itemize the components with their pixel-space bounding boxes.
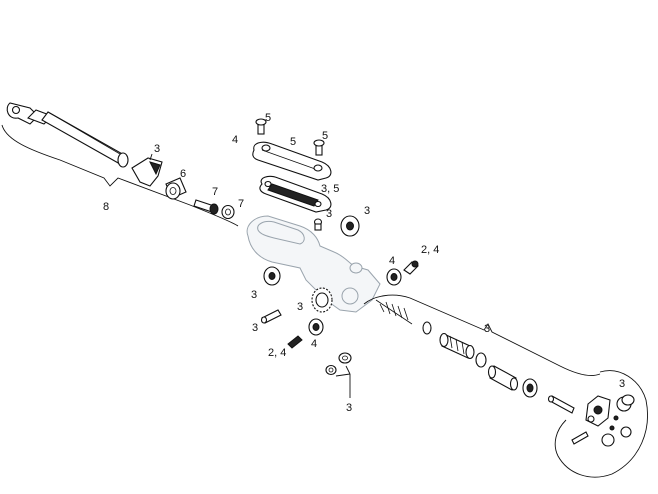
bushing-lower [308, 318, 324, 336]
adjuster-knob-part [311, 287, 333, 313]
reach-screw-part [193, 199, 219, 215]
callout-2-4-set-screw: 2, 4 [421, 244, 439, 256]
bushing-part [165, 177, 187, 200]
callout-7-screw: 7 [212, 186, 218, 198]
push-rod-part [547, 395, 575, 414]
assembly-bracket-8 [1, 124, 239, 227]
reservoir-diaphragm [259, 175, 332, 213]
callout-5-screw-b: 5 [322, 130, 328, 142]
pivot-pin-part [260, 309, 282, 324]
piston-part [439, 332, 475, 360]
assembly-bracket-right [363, 294, 648, 478]
callout-5-cap: 5 [290, 136, 296, 148]
reservoir-cap [252, 141, 332, 181]
lever-blade [6, 102, 129, 168]
callout-3-clamp: 3 [619, 378, 625, 390]
callout-3-cam: 3 [154, 143, 160, 155]
callout-7-nut: 7 [238, 198, 244, 210]
callout-5-screw-a: 5 [265, 112, 271, 124]
callout-6-bushing: 6 [180, 168, 186, 180]
callout-3-bushings: 3 [346, 402, 352, 414]
clamp-bushing-a [616, 394, 635, 412]
callout-4-bushing: 4 [311, 338, 317, 350]
reach-nut-part [221, 204, 235, 220]
set-screw-upper [403, 260, 419, 275]
piston-seal-a [422, 321, 432, 335]
callout-4-cap: 4 [232, 134, 238, 146]
clamp-screw-part [571, 415, 619, 445]
knob-part [386, 268, 402, 286]
bleed-plug-part [313, 218, 323, 231]
callout-4-knob: 4 [389, 255, 395, 267]
callout-2-4-lower: 2, 4 [268, 347, 286, 359]
small-bushing-a [338, 352, 352, 364]
callout-3-plug-left: 3 [251, 289, 257, 301]
callout-3-pin: 3 [252, 322, 258, 334]
callout-3-5-diaphragm: 3, 5 [321, 183, 339, 195]
callout-3-bleed: 3 [326, 208, 332, 220]
callout-3-plug: 3 [364, 205, 370, 217]
callout-3-adjuster: 3 [297, 301, 303, 313]
cam-part [131, 153, 163, 187]
piston-sleeve-part [487, 365, 519, 391]
set-screw-lower [287, 335, 303, 349]
piston-seal-b [475, 352, 487, 368]
callout-3-piston: 3 [484, 323, 490, 335]
small-bushing-b [325, 364, 337, 376]
callout-8-lever: 8 [103, 201, 109, 213]
port-plug-upper [340, 215, 360, 237]
clamp-bushing-b [601, 426, 632, 447]
lever-body-ghost [246, 215, 381, 313]
clamp-part [585, 395, 611, 427]
cap-screw-right [313, 139, 325, 156]
leader-lines [335, 365, 351, 398]
return-spring-part [375, 299, 413, 325]
cap-screw-left [255, 118, 267, 135]
port-plug-left [263, 266, 281, 286]
piston-cap-part [522, 378, 538, 398]
